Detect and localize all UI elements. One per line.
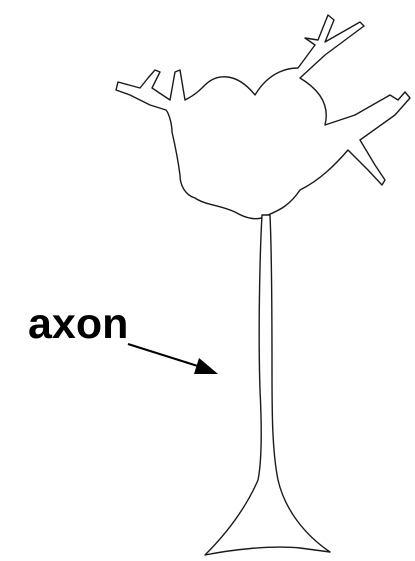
axon-label: axon	[28, 300, 128, 348]
axon-structure	[205, 215, 330, 555]
cell-body	[116, 15, 410, 219]
axon-pointer-arrow	[128, 344, 204, 368]
axon-arrowhead	[194, 358, 218, 374]
axon-label-group: axon	[28, 300, 218, 374]
soma-outline	[116, 15, 410, 219]
axon-outline	[205, 215, 330, 555]
